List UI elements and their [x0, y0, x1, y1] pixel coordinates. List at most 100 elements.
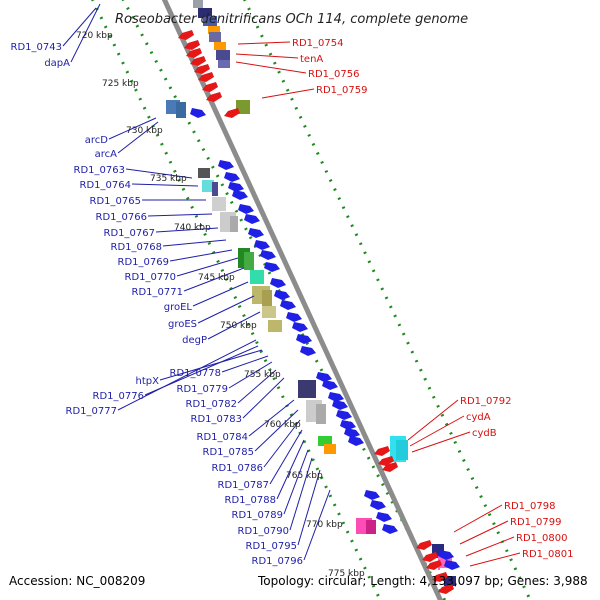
feature-block-3: [203, 16, 217, 26]
feature-block-5: [209, 32, 221, 42]
leader-line-RD1_0770: [176, 257, 239, 277]
gene-label-RD1_0785: RD1_0785: [203, 447, 254, 458]
leader-line-RD1_0801: [469, 552, 521, 567]
feature-block-10: [176, 102, 186, 118]
feature-block-33: [396, 440, 408, 460]
cds-arrow-38: [376, 512, 392, 522]
cds-arrow-30: [328, 392, 344, 402]
leader-line-RD1_0754: [237, 41, 291, 45]
feature-block-13: [202, 180, 214, 192]
label-leader-lines: [62, 3, 521, 567]
cds-arrow-36: [364, 490, 380, 500]
gene-label-arcA: arcA: [95, 149, 118, 160]
gene-label-groES: groES: [168, 319, 197, 330]
feature-block-29: [324, 444, 336, 454]
leader-line-RD1_0795: [297, 469, 321, 546]
leader-line-RD1_0779: [228, 361, 273, 389]
leader-line-dapA: [70, 3, 101, 63]
leader-line-groES: [197, 295, 255, 324]
feature-block-11: [236, 100, 250, 114]
feature-block-37: [444, 576, 456, 586]
cds-arrow-26: [296, 334, 312, 344]
leader-line-RD1_0789: [283, 449, 309, 515]
gene-label-RD1_0786: RD1_0786: [212, 463, 263, 474]
leader-line-RD1_0788: [276, 439, 305, 500]
leader-line-RD1_0798: [453, 504, 503, 533]
leader-line-arcA: [117, 121, 159, 154]
gene-features: [166, 0, 460, 594]
feature-block-6: [214, 42, 226, 50]
leader-line-degP: [207, 311, 261, 340]
gene-label-RD1_0765: RD1_0765: [90, 196, 141, 207]
gene-label-cydA: cydA: [466, 412, 491, 423]
leader-line-RD1_0792: [407, 399, 459, 441]
cds-arrow-34: [344, 428, 360, 438]
cds-arrow-10: [190, 108, 206, 118]
cds-arrow-14: [232, 190, 248, 200]
gene-label-RD1_0769: RD1_0769: [118, 257, 169, 268]
gene-label-dapA: dapA: [44, 58, 70, 69]
kbp-label-2: 725 kbp: [102, 79, 139, 89]
gene-label-RD1_0770: RD1_0770: [125, 272, 176, 283]
cds-arrow-39: [382, 524, 398, 534]
gene-label-degP: degP: [182, 335, 207, 346]
cds-arrow-7: [202, 82, 218, 92]
feature-block-7: [216, 50, 230, 60]
cds-arrow-17: [248, 228, 264, 238]
genome-summary-text: Topology: circular; Length: 4,133,097 bp…: [257, 574, 588, 588]
cds-arrow-24: [286, 312, 302, 322]
leader-line-RD1_0769: [169, 249, 233, 262]
dotted-guide-lines: [91, 0, 532, 600]
cds-arrow-4: [190, 56, 206, 66]
gene-label-RD1_0776: RD1_0776: [93, 391, 144, 402]
cds-arrow-35: [348, 436, 364, 446]
gene-label-RD1_0767: RD1_0767: [104, 228, 155, 239]
gene-label-RD1_0796: RD1_0796: [252, 556, 303, 567]
cds-arrow-49: [444, 560, 460, 570]
feature-block-27: [316, 404, 326, 424]
leader-line-RD1_0785: [254, 409, 299, 452]
gene-label-RD1_0754: RD1_0754: [292, 38, 343, 49]
kbp-label-9: 760 kbp: [264, 420, 301, 430]
cds-arrow-1: [178, 30, 194, 40]
leader-line-RD1_0799: [459, 520, 509, 545]
gene-label-RD1_0790: RD1_0790: [238, 526, 289, 537]
accession-text: Accession: NC_008209: [9, 574, 145, 588]
leader-line-RD1_0782: [237, 369, 277, 404]
leader-line-RD1_0777: [117, 339, 257, 411]
leader-line-RD1_0786: [263, 419, 301, 468]
kbp-label-12: 775 kbp: [328, 569, 365, 579]
genome-backbone: [161, 0, 444, 600]
cds-arrow-11: [218, 160, 234, 170]
kbp-label-1: 720 kbp: [76, 31, 113, 41]
gene-label-RD1_0759: RD1_0759: [316, 85, 367, 96]
cds-arrow-44: [422, 552, 438, 562]
gene-label-RD1_0787: RD1_0787: [218, 480, 269, 491]
cds-arrow-18: [254, 240, 270, 250]
cds-arrow-37: [370, 500, 386, 510]
leader-line-cydB: [411, 431, 471, 453]
leader-line-RD1_0764: [131, 183, 199, 187]
feature-block-23: [262, 306, 276, 318]
leader-line-cydA: [409, 415, 465, 447]
leader-line-RD1_0763: [125, 168, 193, 179]
leader-line-arcD: [108, 117, 157, 140]
cds-arrow-40: [374, 446, 390, 456]
gene-label-tenA: tenA: [300, 54, 323, 65]
tick-row-2: [121, 0, 447, 600]
cds-arrow-45: [426, 560, 442, 570]
gene-label-RD1_0792: RD1_0792: [460, 396, 511, 407]
gene-label-RD1_0782: RD1_0782: [186, 399, 237, 410]
kbp-label-4: 735 kbp: [150, 174, 187, 184]
cds-arrow-6: [198, 72, 214, 82]
gene-label-RD1_0783: RD1_0783: [191, 414, 242, 425]
leader-line-RD1_0771: [183, 267, 245, 292]
leader-line-RD1_0756: [235, 61, 307, 74]
leader-line-RD1_0796: [303, 489, 331, 561]
feature-block-8: [218, 60, 230, 68]
cds-arrow-48: [438, 550, 454, 560]
cds-arrow-13: [228, 182, 244, 192]
leader-line-RD1_0767: [155, 227, 219, 233]
